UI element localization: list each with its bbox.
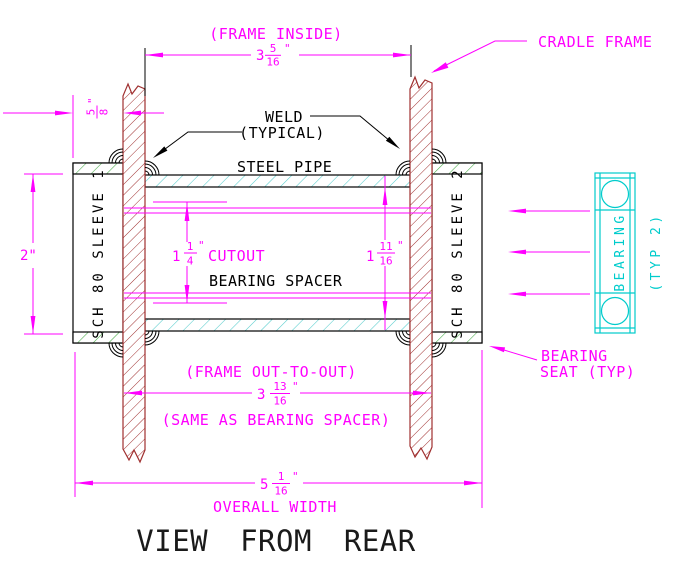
sleeve-left-label: SCH 80 SLEEVE 1: [91, 167, 107, 338]
bearing-qty-label: (TYP 2): [649, 212, 664, 291]
bearing-pointer-arrows: [508, 208, 590, 297]
weld-bead: [108, 342, 124, 358]
arrowhead: [75, 480, 93, 486]
weld-bead: [431, 148, 447, 164]
cutout-label: CUTOUT: [208, 247, 265, 265]
callout-cradle-frame: CRADLE FRAME: [431, 33, 652, 73]
view-title: VIEW FROM REAR: [136, 524, 415, 558]
dim-numerator: 1: [278, 470, 285, 483]
dim-unit: ": [284, 42, 291, 55]
arrowhead: [145, 52, 163, 58]
arrowhead: [153, 146, 168, 158]
pipe-top-wall: [144, 174, 411, 188]
dim-overall-width: 5 1 16 " OVERALL WIDTH: [74, 350, 483, 516]
dim-numerator: 1: [187, 240, 194, 253]
dim-pipe-od: 2": [20, 173, 63, 335]
arrowhead: [413, 390, 431, 396]
dim-cutout: 1 1 4 " CUTOUT: [153, 201, 265, 304]
bearing-seat-label-line2: SEAT (TYP): [540, 363, 635, 381]
bearing-spacer-label: BEARING SPACER: [209, 272, 343, 290]
dim-frame-out: (FRAME OUT-TO-OUT) 3 13 16 " (SAME AS BE…: [124, 363, 431, 429]
weld-bead: [395, 160, 411, 176]
bearing-label: BEARING: [613, 212, 628, 291]
sleeve-right-label: SCH 80 SLEEVE 2: [450, 167, 466, 338]
weld-bead: [144, 160, 160, 176]
arrowhead: [30, 174, 36, 192]
arrowhead: [464, 480, 482, 486]
weld-bead: [144, 330, 160, 346]
arrowhead: [393, 52, 411, 58]
arrowhead: [382, 301, 388, 319]
weld-bead: [395, 330, 411, 346]
frame-out-label: (FRAME OUT-TO-OUT): [185, 363, 357, 381]
arrowhead: [385, 136, 400, 149]
dim-frame-inside: (FRAME INSIDE) 3 5 16 ": [144, 25, 412, 96]
dim-numerator: 13: [273, 380, 286, 393]
dim-whole: 5: [260, 477, 268, 493]
cradle-frame-bar-left: [122, 82, 146, 464]
arrowhead: [508, 249, 526, 255]
dim-unit: ": [397, 239, 404, 252]
dim-unit: ": [292, 470, 299, 483]
bearing-ball-top: [600, 179, 630, 209]
dim-unit: ": [292, 380, 299, 393]
dim-numerator: 5: [85, 109, 98, 116]
arrowhead: [55, 110, 73, 116]
arrowhead: [184, 285, 190, 303]
arrowhead: [123, 110, 141, 116]
dim-value: 2": [20, 248, 37, 264]
dim-pipe-id: 1 11 16 ": [366, 176, 404, 330]
bearing-ball-bottom: [600, 296, 630, 326]
dim-denominator: 8: [98, 109, 111, 116]
pipe-bottom-wall: [144, 318, 411, 332]
bearing-spacer-lines: [124, 207, 431, 299]
dim-sleeve-extension: 5 8 ": [3, 95, 164, 158]
weld-bead: [108, 148, 124, 164]
overall-width-label: OVERALL WIDTH: [213, 498, 337, 516]
leader-line: [503, 349, 538, 361]
arrowhead: [382, 187, 388, 205]
dim-whole: 3: [257, 387, 265, 403]
arrowhead: [30, 316, 36, 334]
cradle-frame-bar-right: [409, 75, 433, 461]
sleeve-left-body: [72, 162, 124, 344]
dim-unit: ": [86, 97, 99, 104]
dim-whole: 1: [366, 249, 374, 265]
dim-numerator: 11: [379, 240, 392, 253]
arrowhead: [124, 390, 142, 396]
dim-denominator: 16: [266, 56, 279, 69]
weld-bead: [431, 342, 447, 358]
dim-numerator: 5: [270, 42, 277, 55]
bearing-outline: [594, 172, 636, 334]
weld-label-line2: (TYPICAL): [239, 124, 325, 142]
rotated-dim-text: 5 8 ": [85, 97, 111, 119]
dim-denominator: 16: [379, 255, 392, 268]
arrowhead: [431, 62, 449, 73]
sleeve-right-body: [431, 162, 483, 344]
weld-label-line1: WELD: [265, 108, 303, 126]
arrowhead: [508, 291, 526, 297]
arrowhead: [508, 208, 526, 214]
arrowhead: [184, 203, 190, 221]
bearing-detail: BEARING (TYP 2): [594, 172, 664, 334]
dim-denominator: 4: [187, 255, 194, 268]
dim-whole: 3: [256, 48, 264, 64]
leader-line: [156, 131, 242, 156]
dim-whole: 1: [172, 249, 180, 265]
dim-denominator: 16: [273, 395, 286, 408]
dim-denominator: 16: [274, 485, 287, 498]
callout-bearing-seat: BEARING SEAT (TYP): [489, 346, 635, 381]
leader-line: [433, 40, 527, 72]
frame-out-note-label: (SAME AS BEARING SPACER): [162, 411, 391, 429]
callout-weld: WELD (TYPICAL): [153, 108, 400, 158]
bearing-seat-label-line1: BEARING: [541, 347, 608, 365]
dim-unit: ": [198, 239, 205, 252]
frame-inside-label: (FRAME INSIDE): [209, 25, 342, 43]
arrowhead: [489, 346, 506, 353]
leader-line: [310, 115, 397, 147]
steel-pipe-label: STEEL PIPE: [237, 158, 332, 176]
cradle-frame-label: CRADLE FRAME: [538, 33, 652, 51]
